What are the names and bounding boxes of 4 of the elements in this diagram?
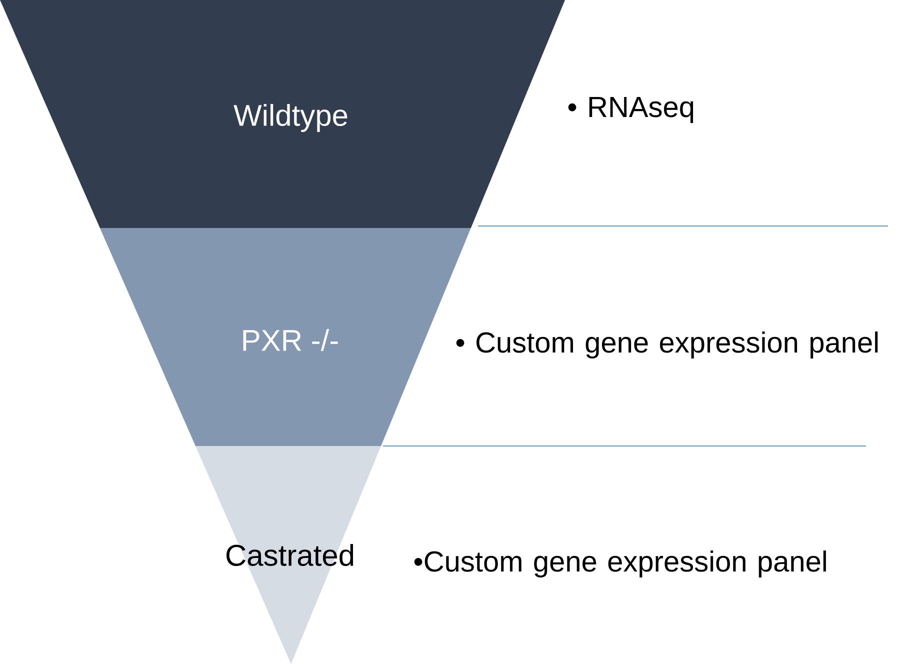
bullet-text: • RNAseq [568, 97, 694, 123]
funnel-band: Wildtype [0, 0, 565, 228]
bullet-text: •Custom gene expression panel [414, 550, 826, 578]
funnel-band: Castrated [196, 446, 381, 664]
